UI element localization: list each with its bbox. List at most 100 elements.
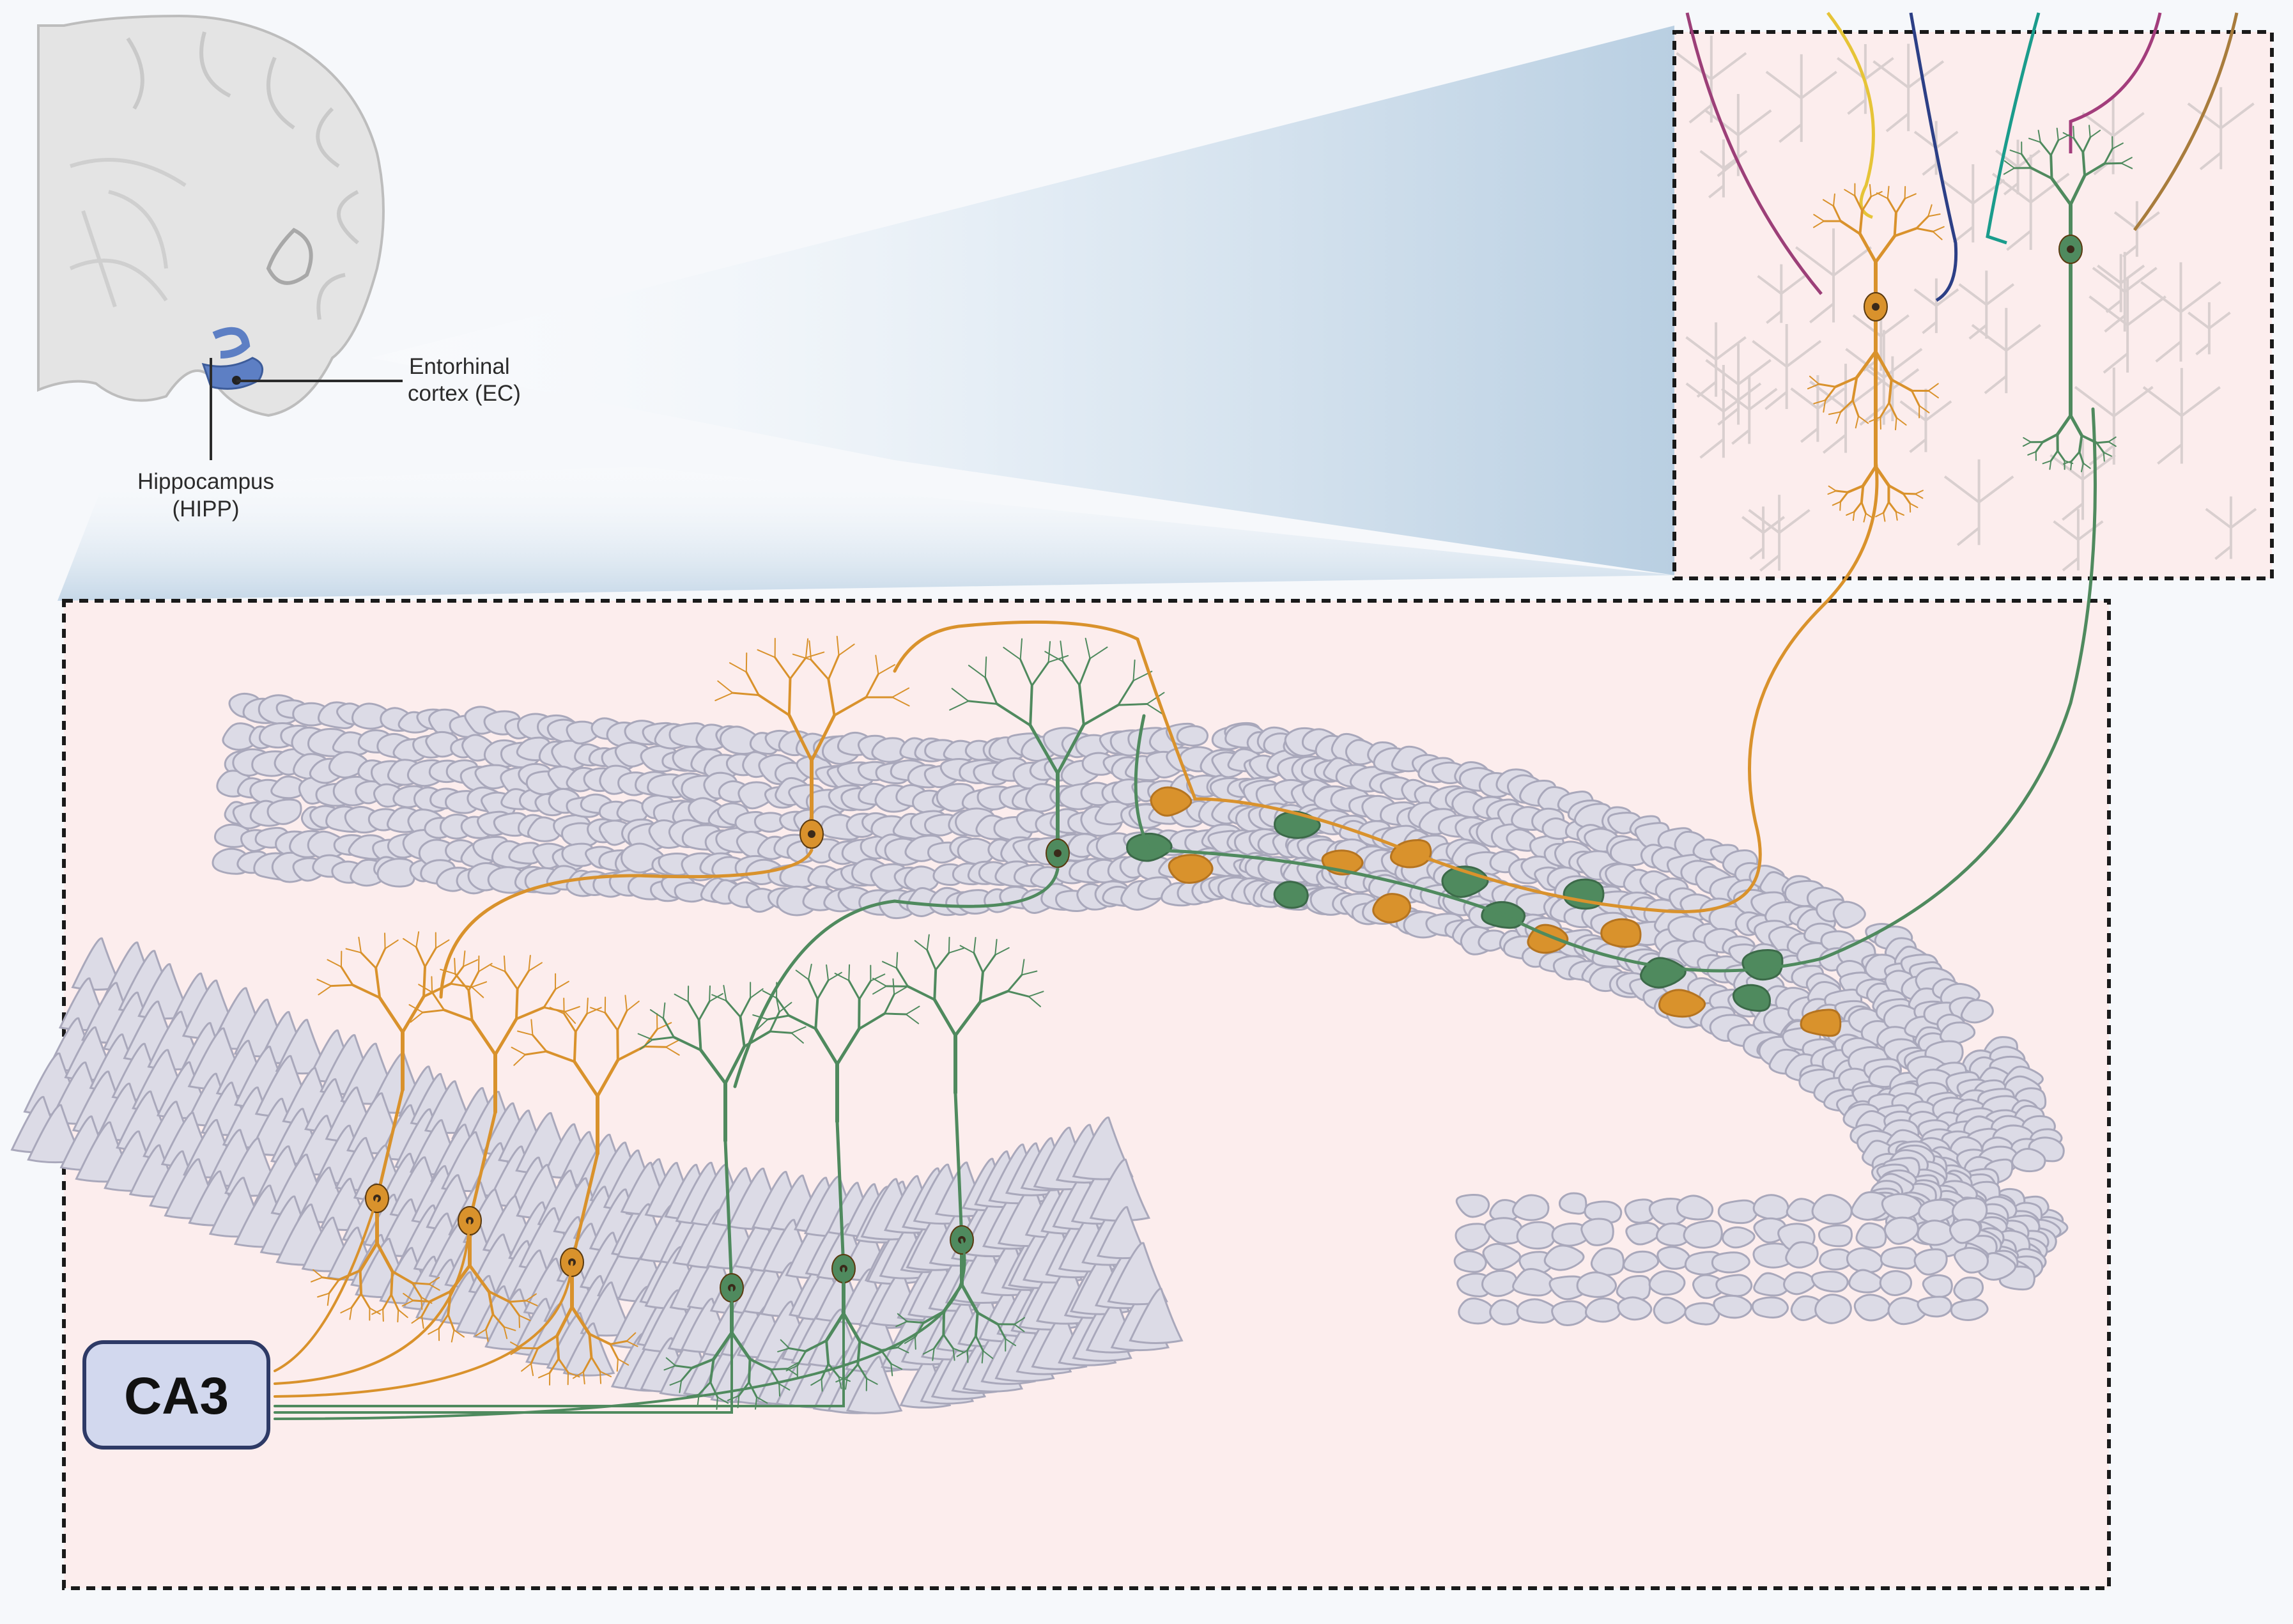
granule-cell-icon: [376, 858, 415, 888]
granule-cell-icon: [1625, 1221, 1661, 1246]
granule-cell-icon: [1752, 1194, 1789, 1221]
zoom-funnel-upper: [371, 26, 1674, 575]
granule-cell-icon: [1783, 1271, 1816, 1295]
traced-neurons: [274, 125, 2133, 1420]
granule-cell-icon: [1676, 1195, 1714, 1221]
granule-cell-icon: [1684, 1302, 1720, 1326]
granule-cell-icon: [957, 837, 995, 865]
granule-cell-icon: [1168, 854, 1214, 884]
granule-cell-icon: [1683, 1219, 1723, 1249]
granule-cell-icon: [1715, 1274, 1753, 1297]
granule-cell-icon: [1880, 1246, 1918, 1270]
pyramidal-cell-icon: [27, 1104, 84, 1164]
granule-cell-icon: [1832, 901, 1866, 929]
granule-cell-icon: [1800, 1009, 1842, 1037]
granule-cell-icon: [1711, 1251, 1750, 1274]
granule-cell-icon: [1516, 1221, 1556, 1250]
ec-input-axon: [2133, 12, 2239, 231]
granule-cell-icon: [1953, 1276, 1984, 1302]
ec-input-axon: [1826, 12, 1875, 219]
ec-input-axon: [1909, 12, 1958, 302]
granule-cell-icon: [1917, 1295, 1953, 1318]
granule-cell-icon: [1543, 1244, 1585, 1271]
granule-cell-icon: [1455, 1223, 1491, 1251]
granule-cell-icon: [1511, 1194, 1550, 1221]
granule-cell-icon: [616, 799, 649, 823]
granule-cell-icon: [1584, 1200, 1623, 1224]
ec-input-axon: [1986, 12, 2041, 245]
granule-cell-icon: [1653, 1296, 1687, 1324]
granule-cell-icon: [1150, 786, 1193, 817]
granule-cell-icon: [1732, 984, 1771, 1012]
pyramidal-cell-icon: [580, 1281, 634, 1337]
granule-cell-icon: [1848, 1269, 1883, 1294]
zoom-funnel-lower: [58, 467, 1674, 601]
granule-cell-icon: [1580, 1218, 1614, 1246]
granule-cell-icon: [1713, 1294, 1752, 1319]
granule-cell-icon: [1940, 1021, 1976, 1045]
hippocampus-label-2: (HIPP): [173, 497, 240, 522]
granule-cell-icon: [266, 798, 302, 825]
pyramidal-cell-icon: [845, 1356, 903, 1414]
pyramidal-cell-icon: [562, 1322, 615, 1377]
entorhinal-label-2: cortex (EC): [408, 381, 521, 406]
granule-cell-icon: [1025, 783, 1060, 813]
ca3-pyramidal-layer: [10, 937, 1184, 1414]
granule-cell-icon: [1585, 1297, 1622, 1323]
pyramidal-cell-icon: [1096, 1206, 1148, 1260]
granule-cell-icon: [1922, 1274, 1953, 1299]
granule-cell-icon: [1814, 1294, 1852, 1324]
granule-cell-icon: [1913, 1248, 1948, 1276]
pyramidal-cell-icon: [1107, 1242, 1168, 1306]
ca3-label: CA3: [124, 1367, 229, 1425]
granule-cell-icon: [1482, 1242, 1522, 1271]
brain-coronal-section-icon: [37, 14, 385, 417]
granule-cell-icon: [1576, 1271, 1617, 1298]
granule-cell-icon: [1950, 1298, 1989, 1321]
granule-cell-icon: [1455, 1193, 1490, 1218]
granule-cell-icon: [1558, 1192, 1587, 1215]
granule-cell-icon: [1951, 1197, 1988, 1225]
granule-cell-icon: [1658, 989, 1706, 1018]
granule-cell-icon: [1810, 1271, 1849, 1293]
granule-cell-icon: [1741, 949, 1784, 981]
granule-cell-icon: [1855, 1222, 1887, 1249]
granule-cell-icon: [1481, 1269, 1518, 1297]
granule-cell-icon: [1954, 1247, 1989, 1274]
granule-cell-icon: [1785, 1241, 1819, 1269]
granule-cell-icon: [904, 865, 939, 893]
granule-cell-icon: [1453, 1250, 1487, 1273]
granule-cell-icon: [1811, 1194, 1853, 1225]
pyramidal-cell-icon: [1129, 1287, 1184, 1344]
granule-cell-icon: [1918, 1198, 1957, 1224]
granule-cell-icon: [1273, 881, 1309, 909]
granule-cell-icon: [1176, 725, 1209, 747]
granule-cell-icon: [1623, 1250, 1660, 1273]
pyramidal-cell-icon: [137, 963, 192, 1020]
hippocampus-label-1: Hippocampus: [137, 469, 274, 494]
granule-cell-icon: [2011, 1148, 2046, 1173]
granule-cell-icon: [1616, 1274, 1651, 1302]
ec-background-neurons: [1676, 35, 2257, 572]
granule-cell-icon: [1717, 1199, 1759, 1225]
granule-cell-icon: [1818, 1224, 1853, 1248]
ec-input-axon: [1685, 12, 1823, 295]
pyramidal-cell-icon: [1072, 1117, 1134, 1180]
granule-cell-icon: [1949, 1218, 1981, 1244]
granule-cell-icon: [1590, 1247, 1625, 1276]
hippocampus-region: [212, 327, 251, 359]
entorhinal-label-1: Entorhinal: [409, 354, 510, 379]
granule-cell-icon: [1881, 1193, 1923, 1220]
granule-cell-icon: [1917, 1219, 1956, 1246]
granule-cell-icon: [1753, 1272, 1790, 1297]
granule-cell-icon: [1512, 1268, 1555, 1297]
granule-cell-icon: [1617, 1296, 1653, 1321]
ec-input-axons: [1685, 12, 2239, 302]
granule-cell-icon: [1960, 999, 1994, 1024]
granule-cell-icon: [1648, 1270, 1686, 1296]
ec-input-axon: [2069, 12, 2162, 153]
granule-cell-icon: [1372, 893, 1412, 924]
granule-cell-icon: [1489, 1299, 1521, 1326]
granule-cell-icon: [1551, 1300, 1589, 1327]
